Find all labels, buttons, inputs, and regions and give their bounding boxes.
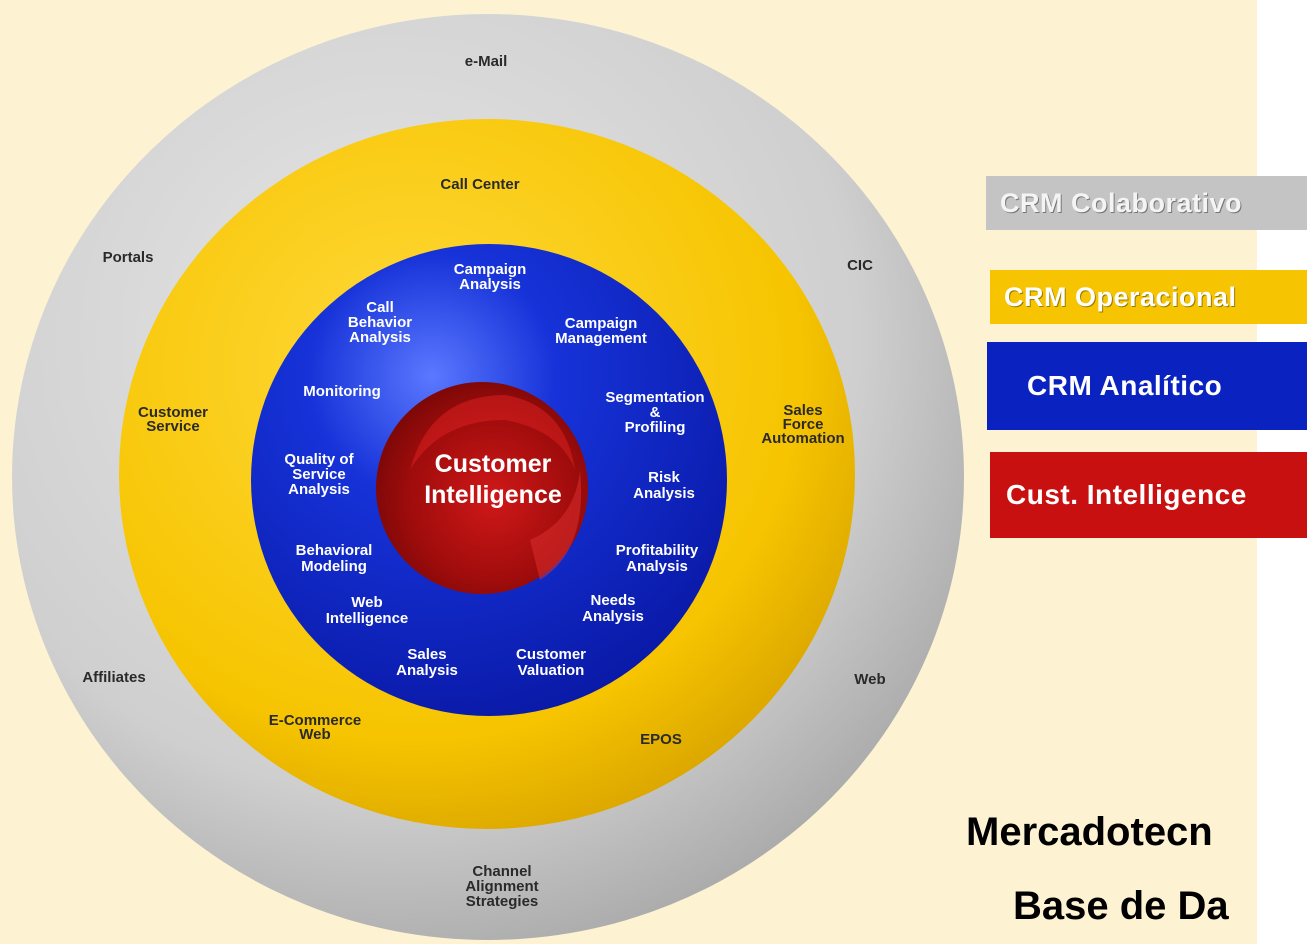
outer-label-portals: Portals <box>103 249 154 266</box>
footer-title-line2: Base de Da <box>1013 884 1229 928</box>
outer-label-cic: CIC <box>847 257 873 274</box>
blue-label-segmentation-profiling: Segmentation&Profiling <box>605 389 704 436</box>
outer-label-affiliates: Affiliates <box>82 669 145 686</box>
crm-ring-diagram: e-Mail Portals CIC Affiliates Web Channe… <box>12 14 964 940</box>
outer-label-web: Web <box>854 671 885 688</box>
legend-crm-analitico-label: CRM Analítico <box>1027 370 1223 401</box>
legend-cust-intelligence: Cust. Intelligence <box>990 452 1307 538</box>
legend-crm-colaborativo-label: CRM Colaborativo <box>1000 187 1243 218</box>
outer-label-email: e-Mail <box>465 53 508 70</box>
legend-crm-analitico: CRM Analítico <box>987 342 1307 430</box>
core-fold <box>530 470 582 580</box>
yellow-label-call-center: Call Center <box>440 176 519 193</box>
legend-crm-operacional: CRM Operacional <box>990 270 1307 324</box>
footer-title-line1: Mercadotecn <box>966 810 1213 854</box>
yellow-label-epos: EPOS <box>640 731 682 748</box>
core-highlight <box>410 395 575 470</box>
legend-cust-intelligence-label: Cust. Intelligence <box>1006 479 1247 510</box>
legend-crm-colaborativo: CRM Colaborativo <box>986 176 1307 230</box>
legend-crm-operacional-label: CRM Operacional <box>1004 281 1237 312</box>
blue-label-monitoring: Monitoring <box>303 383 380 400</box>
